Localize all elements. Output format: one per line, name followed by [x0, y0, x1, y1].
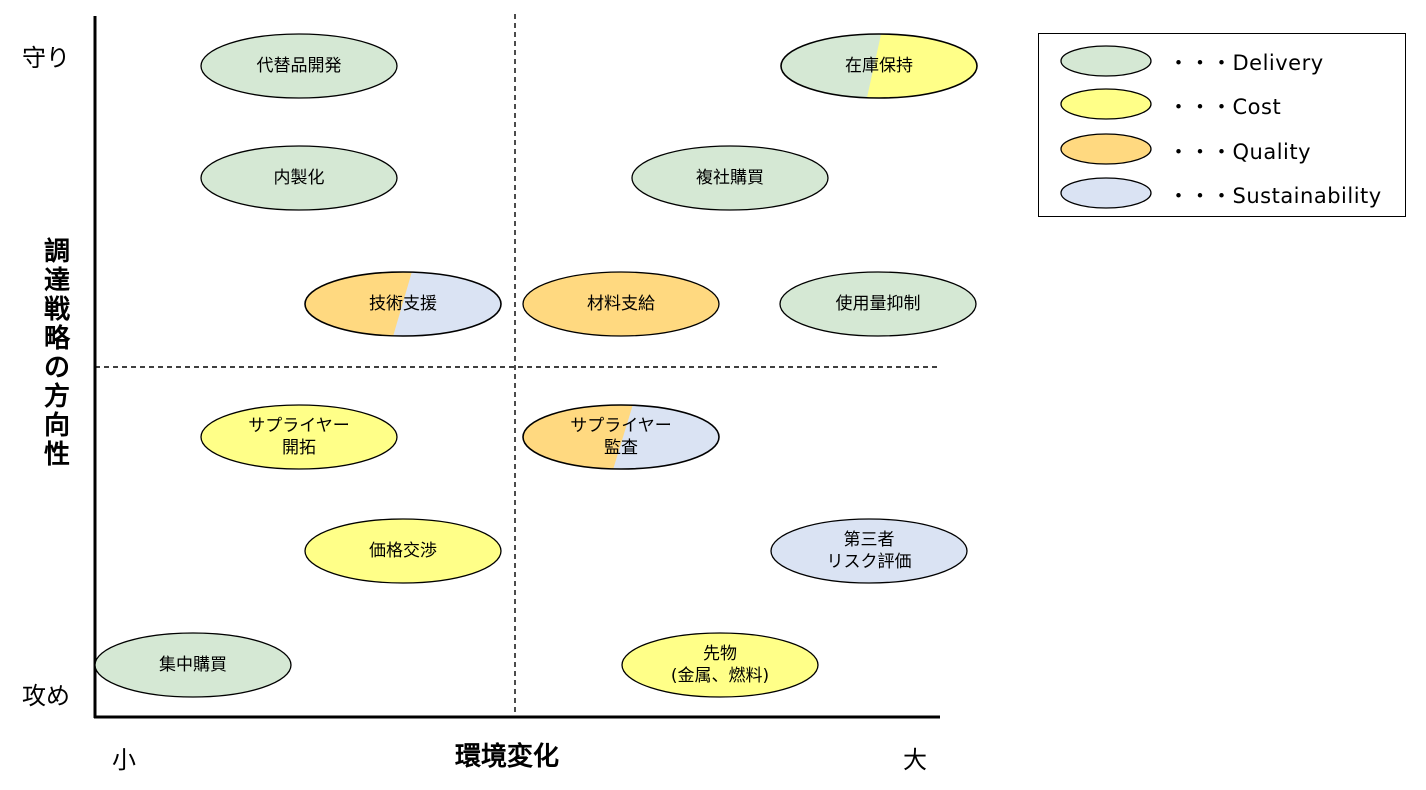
node-ellipse-in-house-production	[200, 145, 398, 211]
node-ellipse-supplier-audit	[522, 404, 720, 470]
node-label-futures: 先物 (金属、燃料)	[670, 644, 770, 686]
legend-label-cost: ・・・Cost	[1168, 95, 1282, 119]
node-ellipse-usage-reduction	[779, 271, 977, 337]
node-label-multi-sourcing: 複社購買	[696, 168, 764, 188]
node-ellipse-futures	[621, 632, 819, 698]
legend-swatch-quality	[1060, 133, 1152, 165]
node-label-price-negotiation: 価格交渉	[369, 541, 437, 561]
node-ellipse-multi-sourcing	[631, 145, 829, 211]
legend-swatch-cost	[1060, 88, 1152, 120]
y-axis-title: 調達戦略の方向性	[43, 237, 70, 470]
y-bottom-label: 攻め	[22, 682, 70, 710]
legend-swatch-delivery	[1060, 45, 1152, 77]
node-label-usage-reduction: 使用量抑制	[835, 294, 921, 314]
node-label-technical-support: 技術支援	[369, 294, 437, 314]
y-top-label: 守り	[22, 44, 70, 72]
legend-swatch-sustainability	[1060, 177, 1152, 209]
node-label-in-house-production: 内製化	[273, 168, 325, 188]
node-ellipse-third-party-risk	[770, 518, 968, 584]
x-right-label: 大	[903, 746, 927, 774]
node-ellipse-technical-support	[304, 271, 502, 337]
node-label-material-supply: 材料支給	[587, 294, 655, 314]
legend-box	[1038, 33, 1406, 217]
node-label-supplier-development: サプライヤー 開拓	[248, 416, 350, 458]
node-label-supplier-audit: サプライヤー 監査	[570, 416, 672, 458]
node-ellipse-material-supply	[522, 271, 720, 337]
node-label-third-party-risk: 第三者 リスク評価	[826, 530, 912, 572]
legend-label-sustainability: ・・・Sustainability	[1168, 184, 1382, 208]
legend-label-delivery: ・・・Delivery	[1168, 51, 1324, 75]
node-ellipse-substitute-development	[200, 33, 398, 99]
node-ellipse-centralized-purchasing	[94, 632, 292, 698]
node-label-centralized-purchasing: 集中購買	[159, 655, 227, 675]
x-left-label: 小	[112, 746, 136, 774]
legend-label-quality: ・・・Quality	[1168, 140, 1312, 164]
x-axis-title: 環境変化	[455, 742, 560, 772]
node-label-substitute-development: 代替品開発	[256, 56, 342, 76]
node-ellipse-inventory-holding	[780, 33, 978, 99]
node-label-inventory-holding: 在庫保持	[845, 56, 913, 76]
node-ellipse-supplier-development	[200, 404, 398, 470]
node-ellipse-price-negotiation	[304, 518, 502, 584]
